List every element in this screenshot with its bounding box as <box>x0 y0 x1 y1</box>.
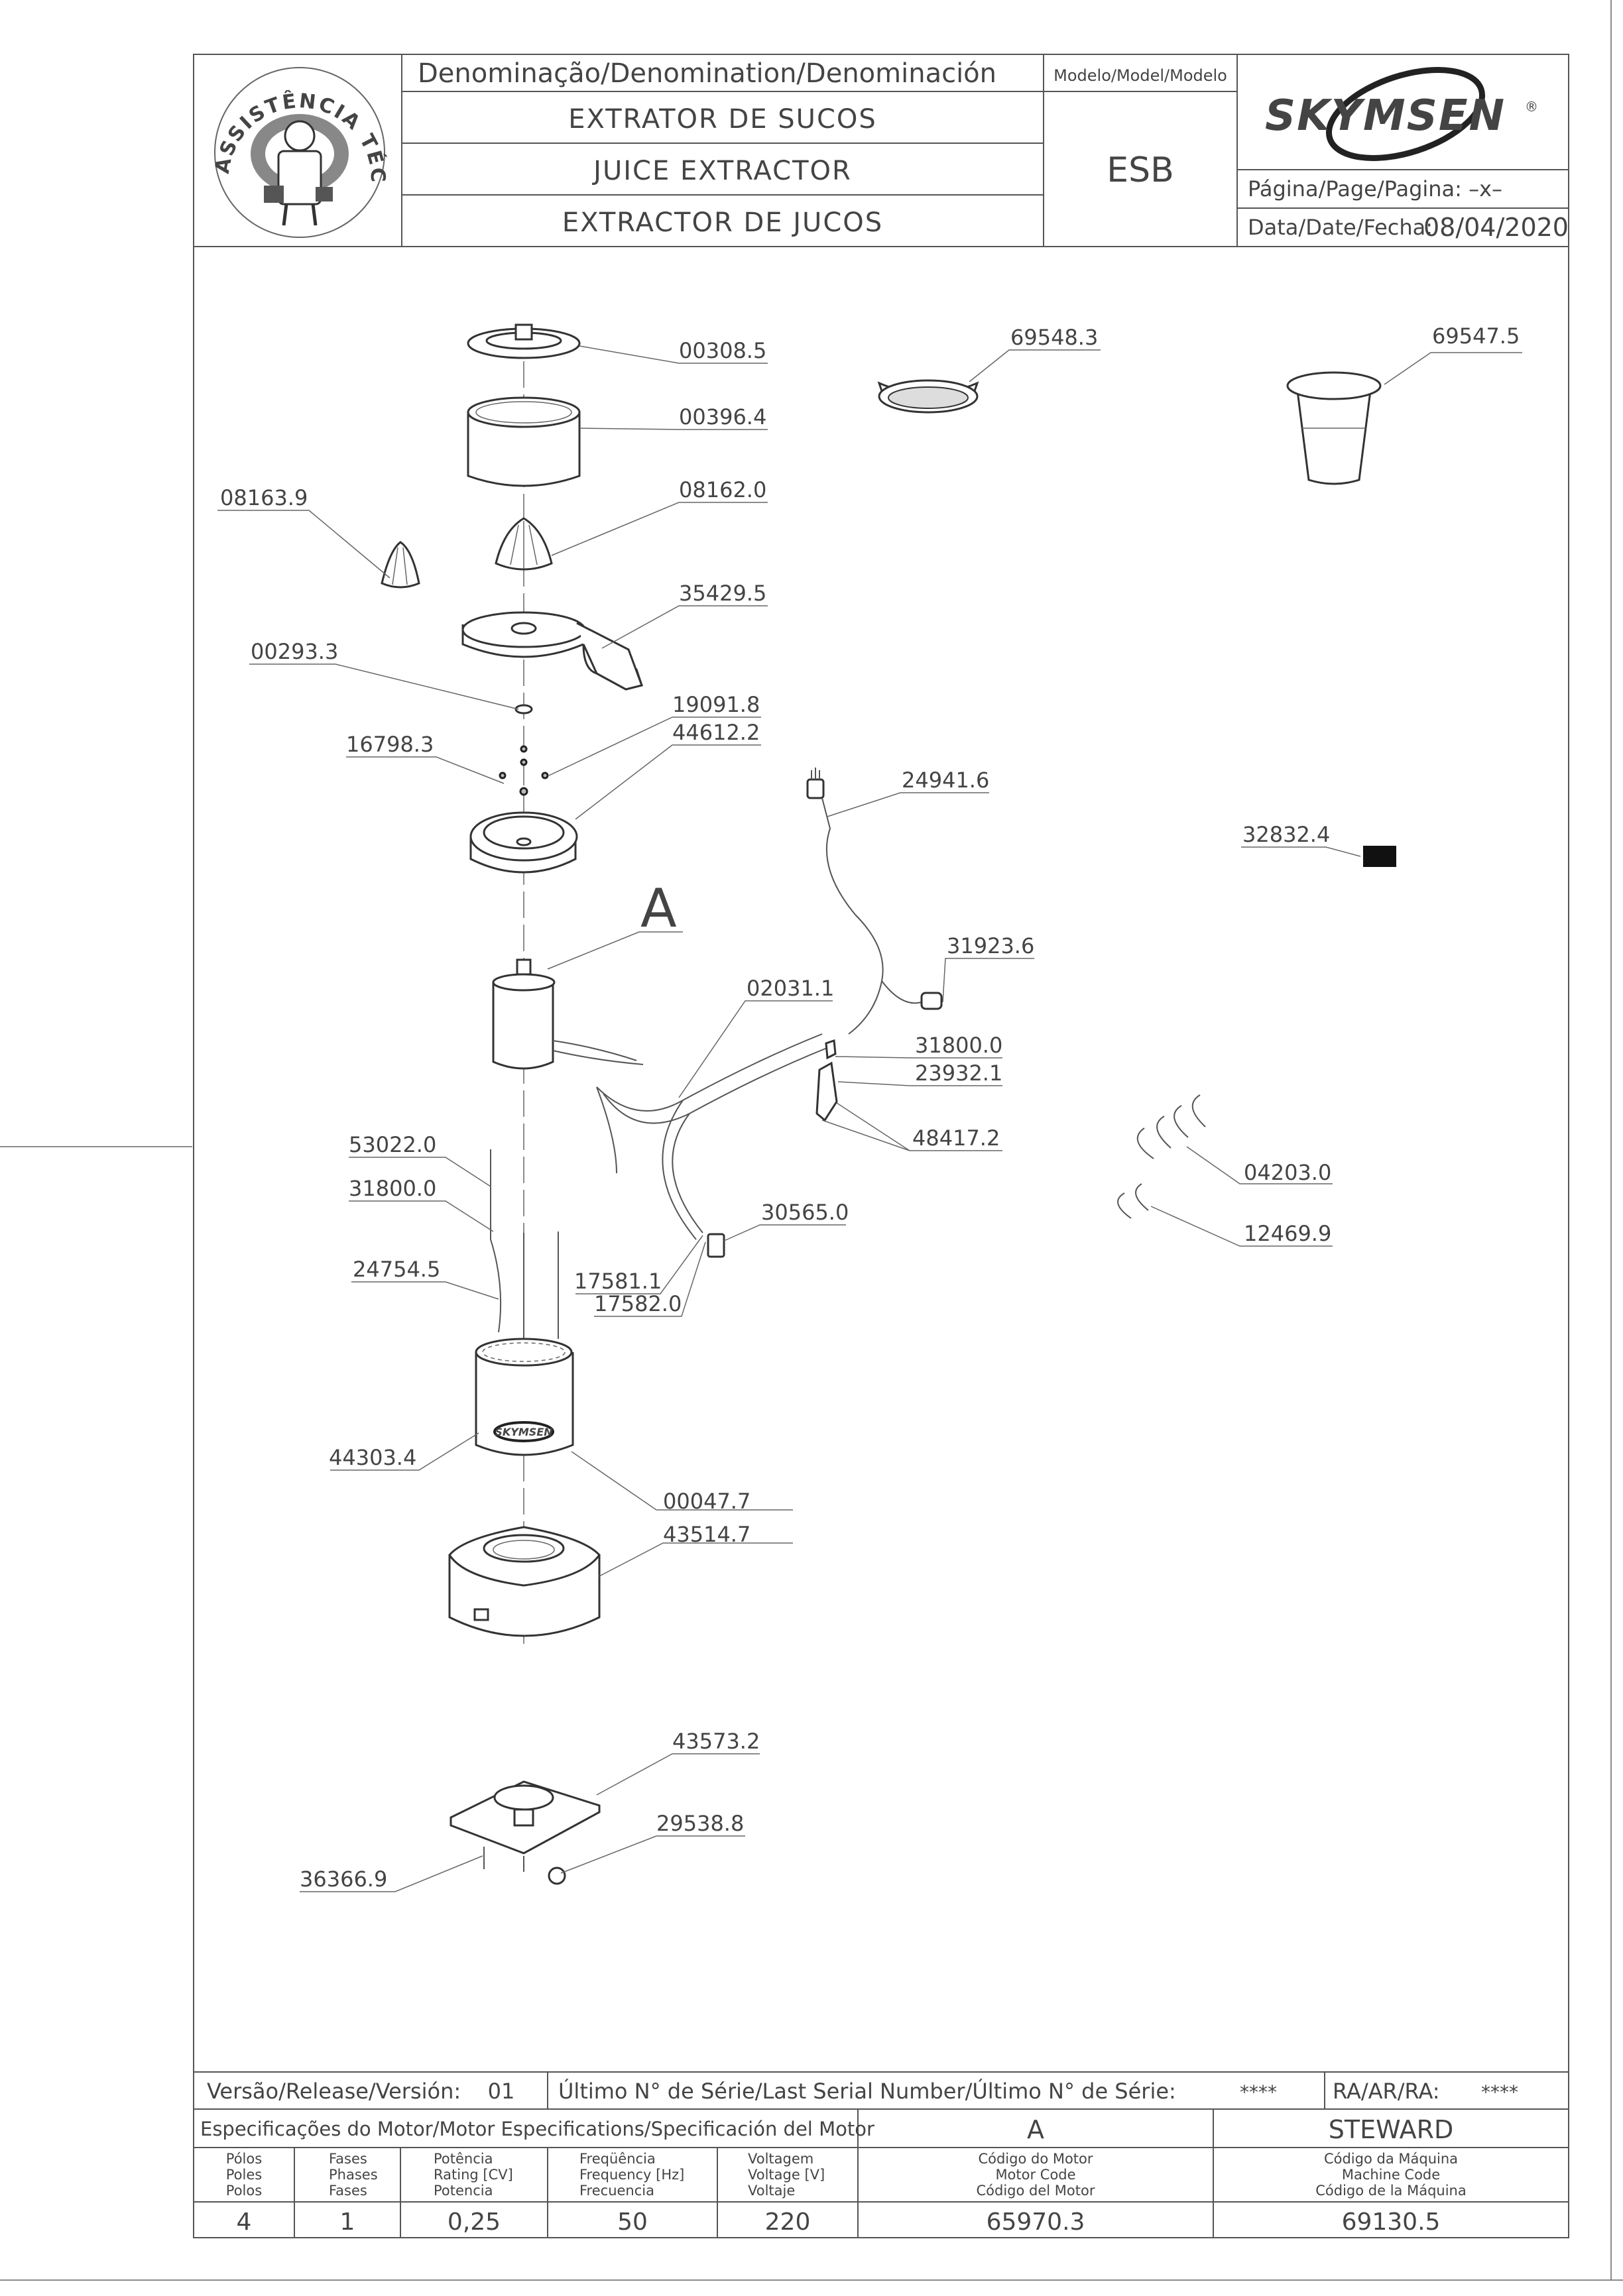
part-label: 29538.8 <box>656 1811 744 1836</box>
spec-header-line: Potencia <box>434 2183 493 2199</box>
spec-header-line: Motor Code <box>995 2167 1075 2183</box>
part-label: 17581.1 <box>574 1269 662 1294</box>
ra-value: **** <box>1481 2081 1518 2103</box>
motor-spec-label: Especificações do Motor/Motor Especifica… <box>200 2118 874 2140</box>
part-label: 24754.5 <box>353 1257 440 1282</box>
leader-lines <box>217 345 1522 1892</box>
part-label: 69547.5 <box>1432 323 1520 349</box>
spec-value-frequency: 50 <box>617 2209 648 2236</box>
version-value: 01 <box>488 2079 515 2104</box>
spec-values: 4 1 0,25 50 220 65970.3 69130.5 <box>237 2209 1441 2236</box>
serial-value: **** <box>1240 2081 1277 2103</box>
part-labels: 00308.5 00396.4 08162.0 08163.9 35429.5 … <box>220 323 1520 1892</box>
brand-name: SKYMSEN <box>1265 91 1506 141</box>
spec-header-line: Código del Motor <box>977 2183 1095 2199</box>
part-label: 16798.3 <box>346 732 434 757</box>
page-label: Página/Page/Pagina: –x– <box>1248 176 1502 201</box>
part-label: 00047.7 <box>663 1489 751 1514</box>
part-label: 31800.0 <box>915 1033 1002 1058</box>
part-label: 43573.2 <box>672 1729 760 1754</box>
part-label: 19091.8 <box>672 692 760 717</box>
part-label: 53022.0 <box>349 1132 436 1157</box>
product-name-pt: EXTRATOR DE SUCOS <box>568 104 877 135</box>
motor-letter: A <box>1027 2115 1044 2144</box>
spec-value-poles: 4 <box>237 2209 252 2236</box>
part-label: 00396.4 <box>679 404 766 430</box>
spec-header-line: Código do Motor <box>978 2151 1093 2167</box>
part-label: 08162.0 <box>679 477 766 502</box>
spec-value-machine-code: 69130.5 <box>1342 2209 1441 2236</box>
spec-header-line: Fases <box>329 2183 367 2199</box>
drawing-frame <box>193 54 1569 2238</box>
spec-header-line: Voltagem <box>748 2151 813 2167</box>
part-label: 12469.9 <box>1244 1221 1331 1246</box>
part-label: 00308.5 <box>679 338 766 363</box>
spec-value-voltage: 220 <box>765 2209 811 2236</box>
spec-header-line: Polos <box>226 2183 262 2199</box>
spec-header-line: Voltaje <box>748 2183 795 2199</box>
spec-value-phases: 1 <box>340 2209 355 2236</box>
spec-value-rating: 0,25 <box>448 2209 501 2236</box>
skymsen-logo: SKYMSEN ® <box>1265 67 1538 161</box>
body-brand-print: SKYMSEN <box>495 1426 553 1438</box>
model-value: ESB <box>1107 150 1174 190</box>
spec-header-line: Freqüência <box>579 2151 656 2167</box>
part-label: 00293.3 <box>251 639 338 664</box>
part-label: 30565.0 <box>761 1200 849 1225</box>
spec-column-headers: Pólos Poles Polos Fases Phases Fases Pot… <box>226 2151 1467 2199</box>
version-label: Versão/Release/Versión: <box>207 2079 461 2104</box>
spec-header-line: Voltage [V] <box>748 2167 825 2183</box>
part-label: 17582.0 <box>594 1291 682 1316</box>
spec-header-line: Frequency [Hz] <box>579 2167 684 2183</box>
part-label: 31923.6 <box>947 933 1034 958</box>
spec-header-line: Machine Code <box>1342 2167 1440 2183</box>
spec-header-line: Frecuencia <box>579 2183 654 2199</box>
motor-callout-letter: A <box>640 878 677 939</box>
spec-header-line: Fases <box>329 2151 367 2167</box>
brand-registered-mark: ® <box>1525 99 1538 115</box>
spec-value-motor-code: 65970.3 <box>987 2209 1085 2236</box>
part-label: 04203.0 <box>1244 1160 1331 1185</box>
product-name-en: JUICE EXTRACTOR <box>591 156 852 186</box>
ra-label: RA/AR/RA: <box>1333 2079 1440 2104</box>
spec-header-line: Código de la Máquina <box>1315 2183 1466 2199</box>
parts-artwork: SKYMSEN <box>381 323 1396 1885</box>
part-label: 36366.9 <box>300 1866 387 1892</box>
date-value: 08/04/2020 <box>1423 213 1569 242</box>
denomination-label: Denominação/Denomination/Denominación <box>418 58 996 89</box>
part-label: 31800.0 <box>349 1176 436 1201</box>
part-label: 23932.1 <box>915 1061 1002 1086</box>
title-block: ASSISTÊNCIA TÉCNICA AUTORIZADA Denominaç… <box>0 0 1569 247</box>
part-label: 44612.2 <box>672 720 760 745</box>
part-label: 48417.2 <box>912 1125 1000 1151</box>
part-label: 24941.6 <box>902 768 989 793</box>
spec-header-line: Phases <box>329 2167 378 2183</box>
date-label: Data/Date/Fecha: <box>1248 215 1433 240</box>
part-label: 08163.9 <box>220 485 308 510</box>
authorized-service-seal: ASSISTÊNCIA TÉCNICA AUTORIZADA <box>0 0 387 238</box>
model-label: Modelo/Model/Modelo <box>1053 66 1227 85</box>
spec-header-line: Código da Máquina <box>1324 2151 1458 2167</box>
part-label: 69548.3 <box>1010 325 1098 350</box>
spec-header-line: Pólos <box>226 2151 262 2167</box>
part-label: 44303.4 <box>329 1445 416 1470</box>
spec-header-line: Poles <box>226 2167 262 2183</box>
specification-block: Versão/Release/Versión: 01 Último N° de … <box>194 2071 1569 2238</box>
machine-name: STEWARD <box>1329 2115 1454 2144</box>
spec-header-line: Rating [CV] <box>434 2167 513 2183</box>
part-label: 02031.1 <box>747 976 834 1001</box>
serial-label: Último N° de Série/Last Serial Number/Úl… <box>558 2078 1176 2104</box>
product-name-es: EXTRACTOR DE JUCOS <box>562 207 883 238</box>
part-label: 35429.5 <box>679 581 766 606</box>
part-label: 43514.7 <box>663 1522 751 1547</box>
part-label: 32832.4 <box>1242 822 1330 847</box>
spec-header-line: Potência <box>434 2151 493 2167</box>
